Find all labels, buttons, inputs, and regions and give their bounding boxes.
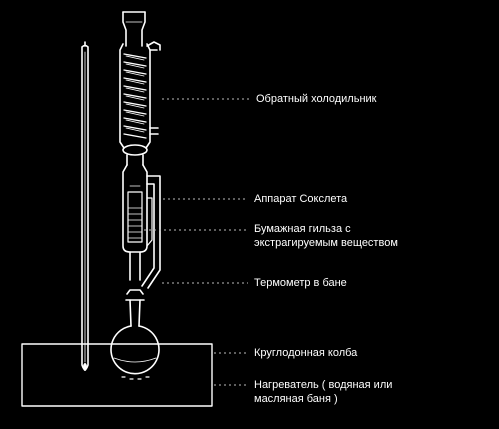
label-heater-line2: масляная баня )	[254, 393, 338, 405]
reflux-condenser	[119, 11, 161, 166]
label-soxhlet: Аппарат Сокслета	[254, 193, 348, 205]
round-bottom-flask	[110, 325, 160, 380]
label-thermometer: Термометр в бане	[254, 277, 347, 289]
label-heater-line1: Нагреватель ( водяная или	[254, 379, 393, 391]
heating-bath	[21, 343, 213, 407]
thermometer	[81, 41, 89, 371]
flask-joint	[125, 289, 145, 327]
label-condenser: Обратный холодильник	[256, 93, 377, 105]
paper-thimble	[127, 191, 143, 243]
label-thimble-line1: Бумажная гильза с	[254, 223, 351, 235]
label-flask: Круглодонная колба	[254, 347, 358, 359]
soxhlet-extractor	[122, 164, 161, 289]
label-thimble-line2: экстрагируемым веществом	[254, 237, 398, 249]
